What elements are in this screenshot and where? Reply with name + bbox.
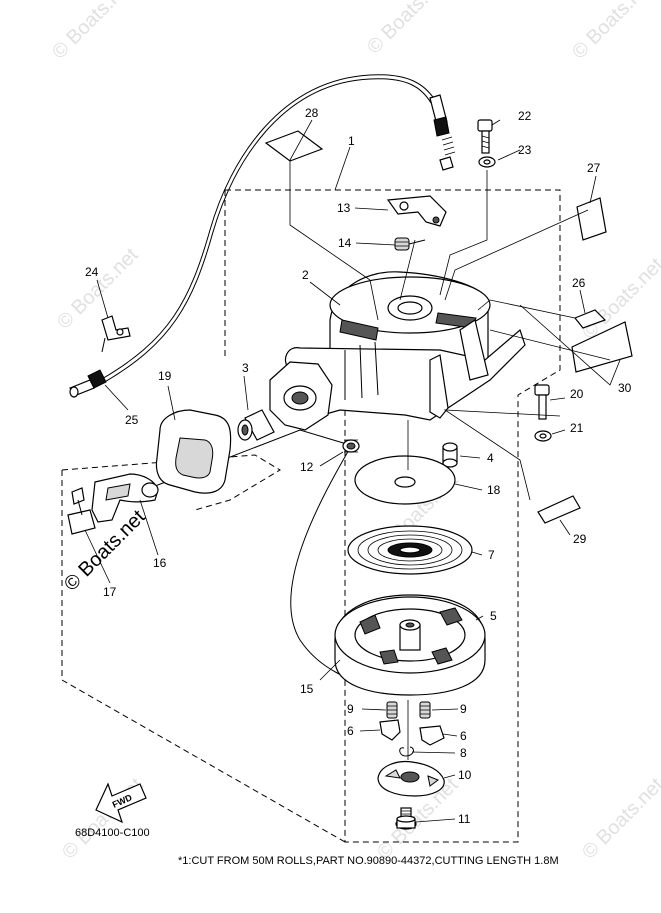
callout-13: 13 bbox=[337, 201, 351, 215]
callout-24: 24 bbox=[85, 265, 99, 279]
bushing-12 bbox=[342, 439, 360, 453]
rope-seal-19 bbox=[155, 409, 232, 494]
lock-lever-13 bbox=[386, 195, 447, 227]
callout-3: 3 bbox=[242, 361, 249, 375]
watermark-text: © Boats.net bbox=[568, 0, 658, 64]
pawl-6-right bbox=[419, 725, 445, 746]
callout-28: 28 bbox=[305, 106, 319, 120]
drive-plate-10 bbox=[377, 760, 445, 797]
callout-9-right: 9 bbox=[460, 702, 467, 716]
watermark-text: © Boats.net bbox=[363, 0, 453, 59]
label-plate-30 bbox=[571, 321, 633, 373]
spring-9-right bbox=[419, 701, 431, 719]
watermark-text: © Boats.net bbox=[48, 0, 138, 64]
pawl-6-left bbox=[379, 719, 401, 741]
label-plate-29 bbox=[537, 495, 581, 524]
cable-end-25 bbox=[69, 369, 107, 398]
callout-29: 29 bbox=[573, 532, 587, 546]
callout-1: 1 bbox=[348, 134, 355, 148]
assembly-boundaries bbox=[61, 189, 561, 843]
callout-9-left: 9 bbox=[347, 702, 354, 716]
handle-clip-17 bbox=[67, 487, 96, 535]
callout-17: 17 bbox=[103, 585, 117, 599]
bolt-22 bbox=[477, 119, 493, 154]
cable-end-fitting bbox=[429, 94, 456, 171]
callout-4: 4 bbox=[487, 451, 494, 465]
collar-4 bbox=[442, 442, 458, 468]
callout-labels: 1 2 3 4 5 6 6 7 8 9 9 10 11 12 13 14 15 … bbox=[85, 106, 632, 826]
callout-18: 18 bbox=[487, 483, 501, 497]
callout-30: 30 bbox=[618, 381, 632, 395]
callout-27: 27 bbox=[587, 161, 601, 175]
callout-22: 22 bbox=[518, 109, 532, 123]
callout-10: 10 bbox=[458, 768, 472, 782]
fwd-arrow-icon: FWD bbox=[95, 782, 147, 824]
callout-2: 2 bbox=[302, 268, 309, 282]
starter-handle-16 bbox=[91, 473, 159, 523]
callout-20: 20 bbox=[570, 387, 584, 401]
leader-lines bbox=[84, 119, 621, 823]
rope-guide-3 bbox=[237, 409, 275, 441]
watermark-text: © Boats.net bbox=[578, 774, 661, 864]
cable-bracket-24 bbox=[101, 315, 131, 353]
callout-5: 5 bbox=[490, 609, 497, 623]
bolt-20 bbox=[534, 384, 550, 420]
circlip-8 bbox=[399, 746, 414, 757]
callout-16: 16 bbox=[153, 556, 167, 570]
spring-14 bbox=[394, 237, 426, 251]
diagram-code: 68D4100-C100 bbox=[75, 827, 150, 839]
starter-housing-2 bbox=[269, 271, 526, 431]
label-plate-26 bbox=[574, 309, 607, 329]
spiral-spring-7 bbox=[347, 525, 473, 575]
callout-21: 21 bbox=[570, 421, 584, 435]
callout-15: 15 bbox=[300, 682, 314, 696]
watermark-text: © Boats.net bbox=[53, 244, 143, 334]
callout-25: 25 bbox=[125, 413, 139, 427]
callout-11: 11 bbox=[458, 812, 471, 826]
callout-6-right: 6 bbox=[460, 729, 467, 743]
starter-cable bbox=[99, 74, 436, 384]
sheave-drum-5 bbox=[334, 594, 486, 696]
callout-14: 14 bbox=[338, 236, 352, 250]
callout-12: 12 bbox=[300, 460, 314, 474]
label-plate-27 bbox=[576, 197, 607, 241]
callout-6-left: 6 bbox=[347, 724, 354, 738]
label-plate-28 bbox=[264, 130, 324, 162]
callout-23: 23 bbox=[518, 143, 532, 157]
bolt-11 bbox=[395, 807, 417, 830]
callout-8: 8 bbox=[460, 746, 467, 760]
callout-19: 19 bbox=[158, 369, 172, 383]
footnote: *1:CUT FROM 50M ROLLS,PART NO.90890-4437… bbox=[178, 855, 559, 867]
callout-7: 7 bbox=[488, 548, 495, 562]
spring-9-left bbox=[386, 701, 398, 719]
callout-26: 26 bbox=[572, 276, 586, 290]
plate-18 bbox=[354, 455, 456, 505]
